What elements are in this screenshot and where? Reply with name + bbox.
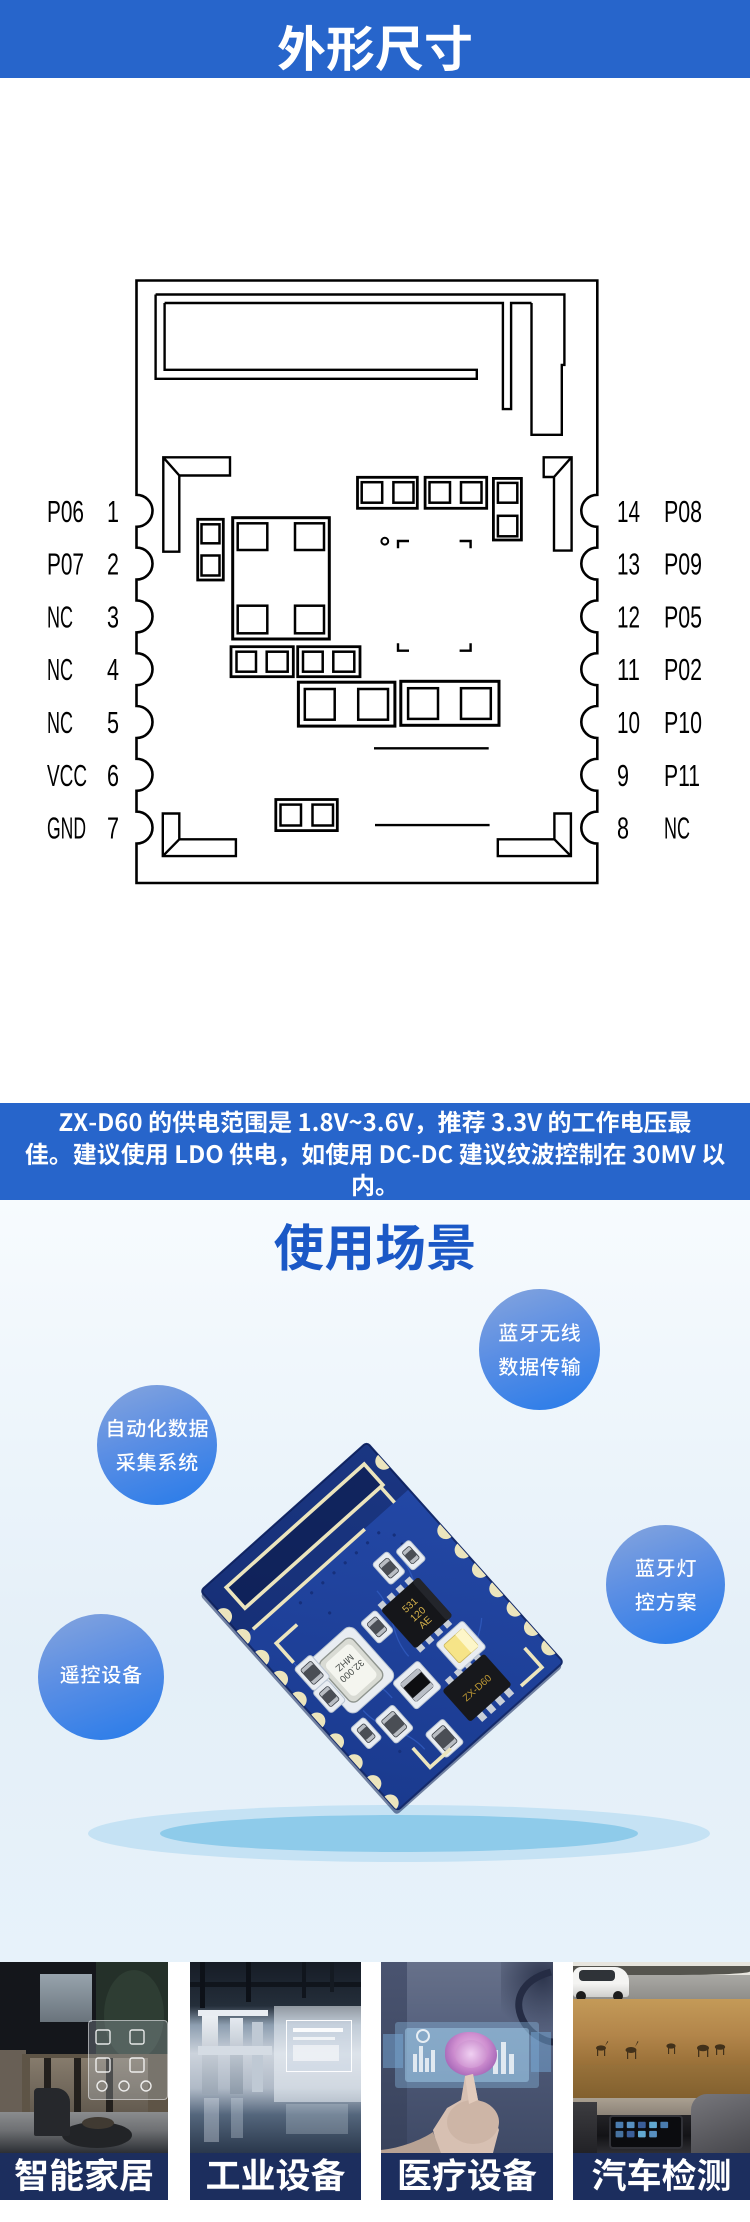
svg-text:4: 4 (107, 652, 119, 687)
svg-text:5: 5 (107, 705, 119, 740)
svg-text:P10: P10 (664, 705, 702, 740)
svg-text:14: 14 (617, 494, 640, 529)
svg-text:8: 8 (617, 811, 629, 846)
svg-text:P05: P05 (664, 599, 702, 634)
svg-text:10: 10 (617, 705, 640, 740)
svg-text:VCC: VCC (47, 758, 87, 793)
svg-text:NC: NC (47, 705, 73, 740)
svg-text:P06: P06 (47, 494, 84, 529)
svg-text:P11: P11 (664, 758, 700, 793)
svg-text:6: 6 (107, 758, 119, 793)
svg-text:1: 1 (107, 494, 119, 529)
svg-text:2: 2 (107, 547, 119, 582)
svg-text:9: 9 (617, 758, 629, 793)
svg-text:NC: NC (664, 811, 690, 846)
svg-text:P02: P02 (664, 652, 702, 687)
svg-text:7: 7 (107, 811, 119, 846)
svg-text:NC: NC (47, 599, 73, 634)
svg-text:P08: P08 (664, 494, 702, 529)
svg-text:12: 12 (617, 599, 640, 634)
svg-text:GND: GND (47, 811, 86, 846)
svg-text:NC: NC (47, 652, 73, 687)
svg-text:13: 13 (617, 547, 640, 582)
svg-text:P09: P09 (664, 547, 702, 582)
svg-text:11: 11 (617, 652, 640, 687)
svg-text:3: 3 (107, 599, 119, 634)
svg-text:P07: P07 (47, 547, 84, 582)
